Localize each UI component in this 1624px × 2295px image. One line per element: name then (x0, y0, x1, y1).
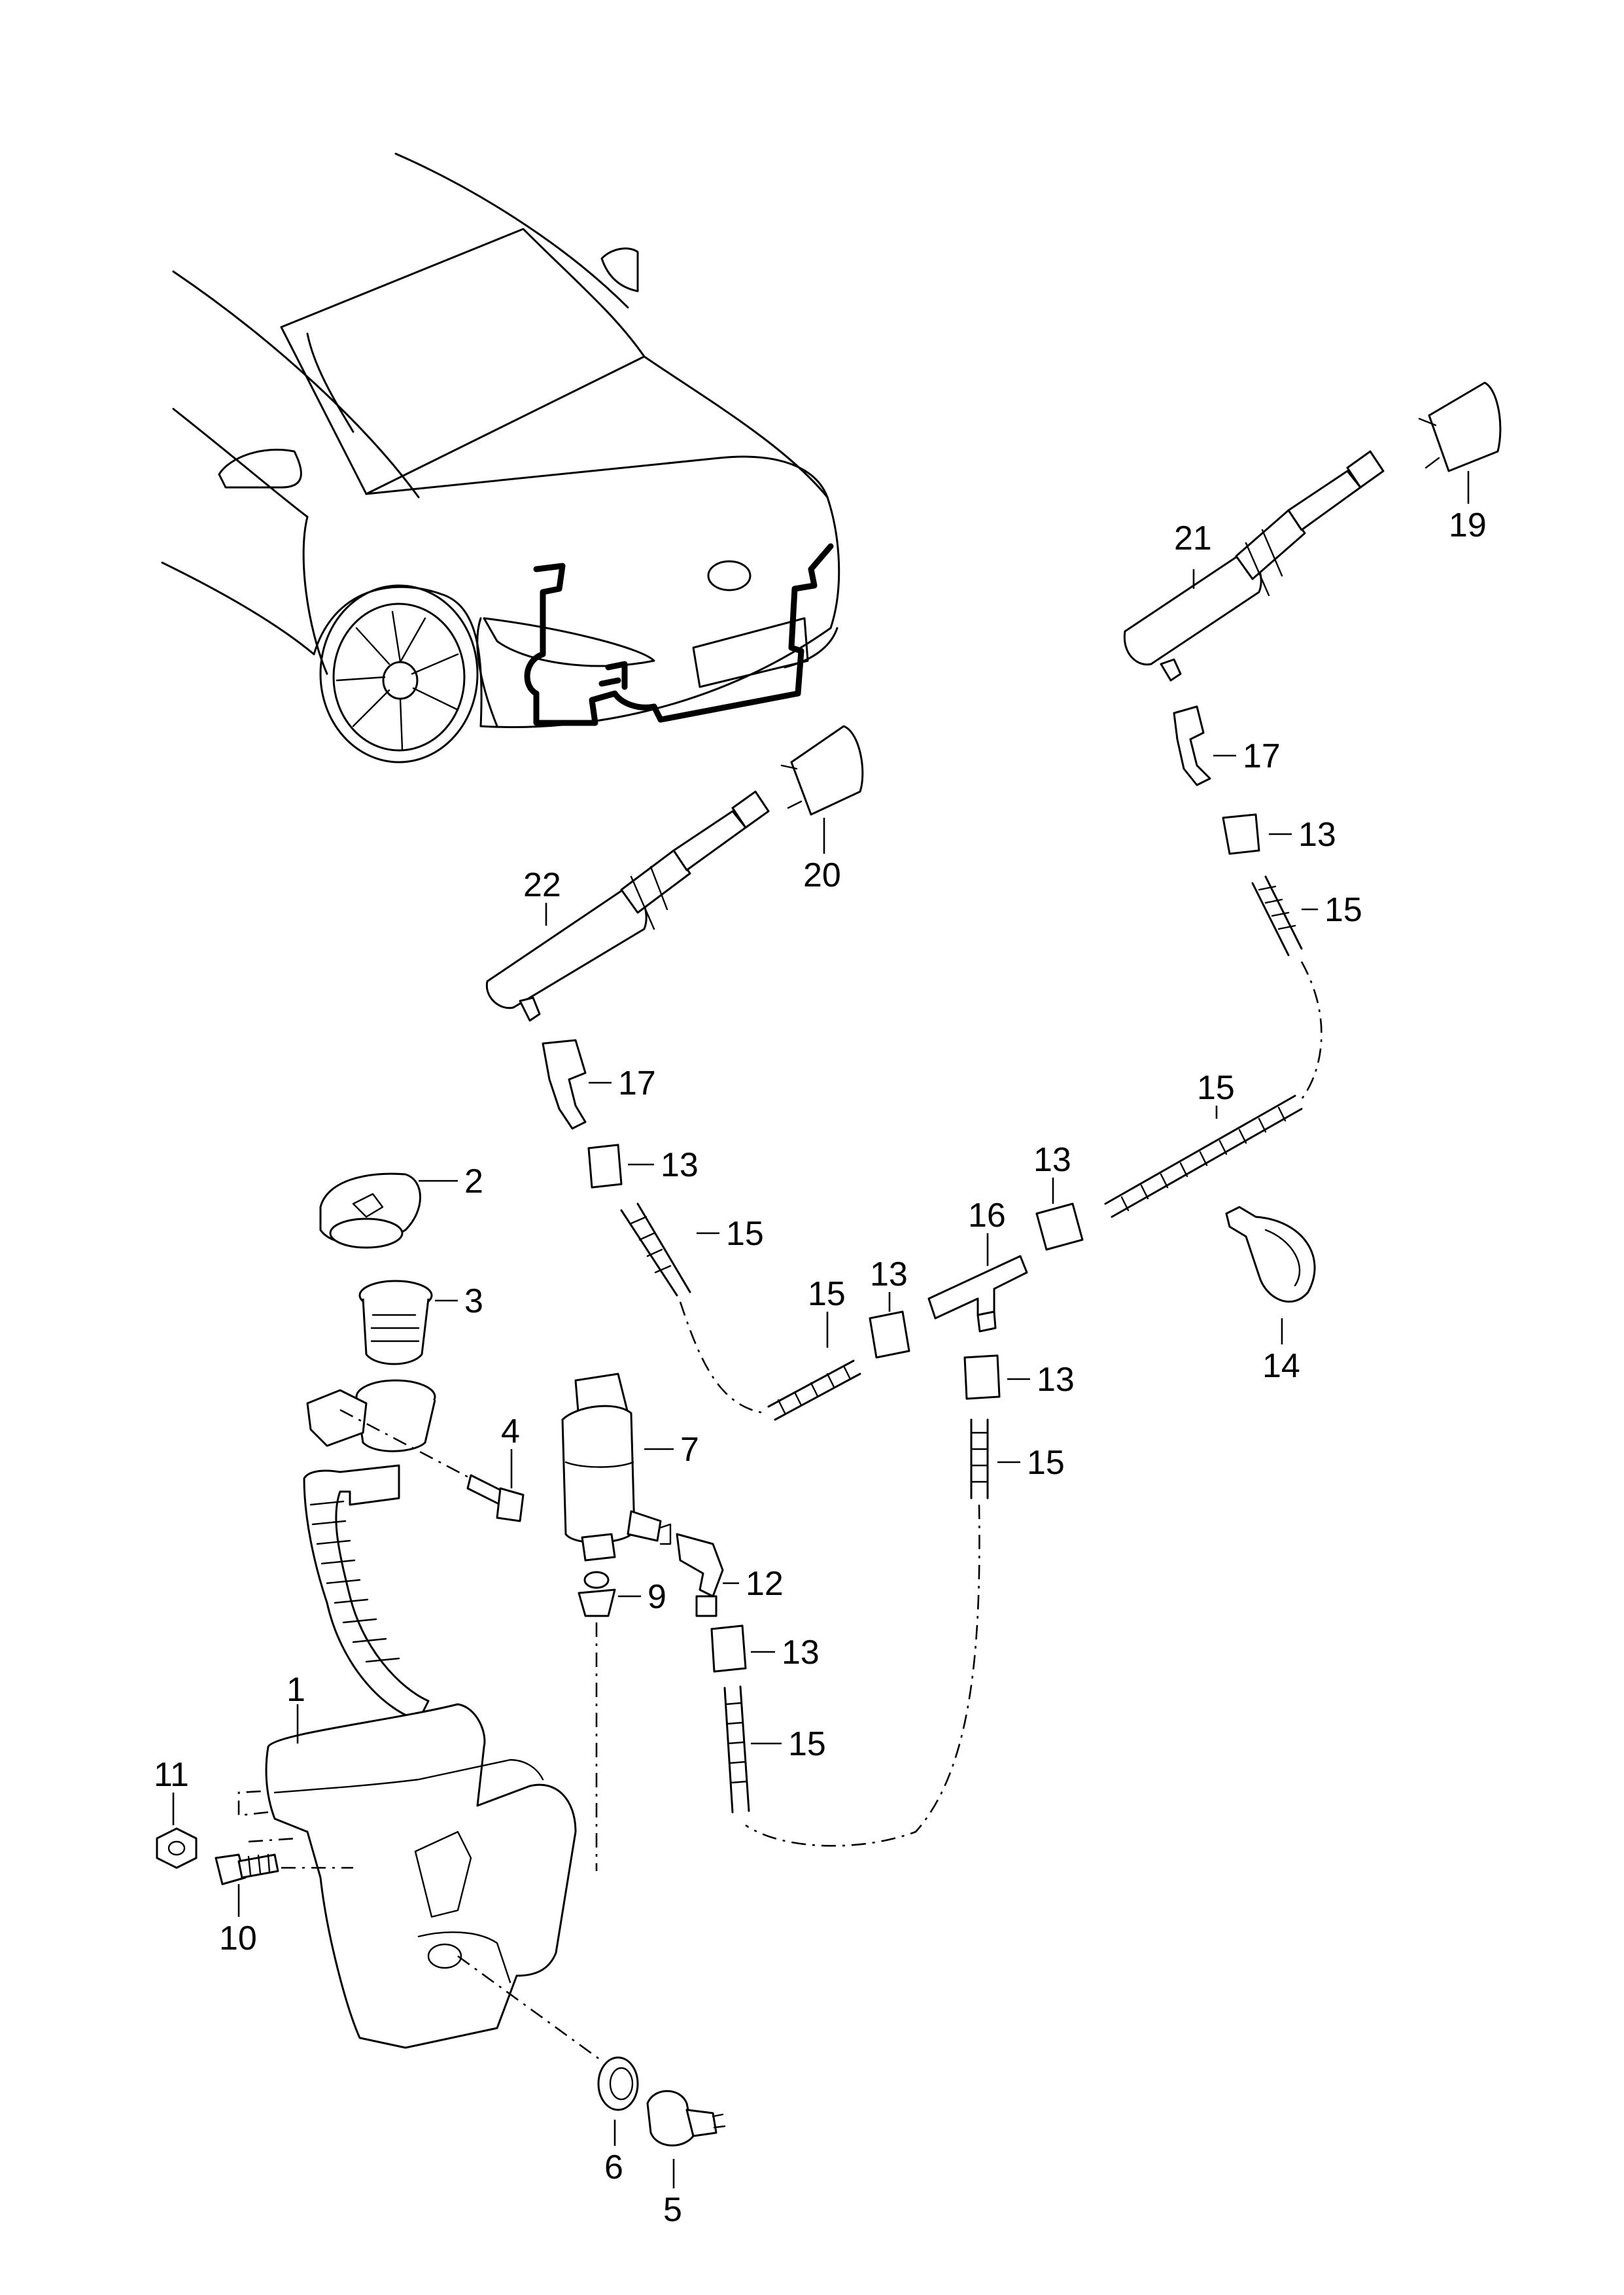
callout-2: 2 (464, 1163, 483, 1200)
callout-22: 22 (523, 866, 561, 904)
vehicle-illustration (161, 152, 840, 763)
elbow-connector (676, 1533, 724, 1617)
callout-7: 7 (680, 1431, 699, 1469)
washer-hoses (620, 875, 1322, 1847)
connector-13-tee-bottom (963, 1354, 1001, 1400)
callout-4: 4 (501, 1412, 520, 1450)
callout-13-tee-bottom: 13 (1037, 1361, 1075, 1399)
reservoir-cap (319, 1172, 421, 1249)
callout-13-right-top: 13 (1298, 816, 1336, 854)
headlamp-washer-cover-right (1418, 381, 1502, 472)
callout-20: 20 (803, 856, 841, 894)
callout-13-pump: 13 (782, 1634, 820, 1672)
callout-13-left-top: 13 (661, 1146, 699, 1184)
callout-15-pump: 15 (788, 1725, 826, 1763)
callout-14: 14 (1262, 1347, 1300, 1385)
bolt-4 (339, 1409, 525, 1522)
washer-pump (561, 1373, 672, 1562)
callout-6: 6 (604, 2148, 623, 2186)
tee-connector (927, 1255, 1028, 1333)
strainer (358, 1280, 433, 1365)
washer-jet-left (485, 790, 770, 1022)
callout-11: 11 (154, 1756, 189, 1794)
callout-21: 21 (1174, 519, 1212, 557)
cable-tie (1225, 1206, 1316, 1303)
leader-lines (172, 471, 1470, 2188)
callout-12: 12 (746, 1565, 784, 1603)
check-valve-right (1173, 705, 1211, 786)
callout-10: 10 (219, 1919, 257, 1957)
connector-13-tee-left (869, 1310, 910, 1359)
washer-fluid-reservoir (237, 1379, 577, 2049)
hose-connectors (587, 813, 1260, 1673)
callout-19: 19 (1449, 506, 1487, 544)
callout-15-left-top: 15 (726, 1215, 764, 1253)
callout-labels: 1 2 3 4 5 6 7 9 10 11 12 13 13 13 13 13 … (154, 506, 1487, 2229)
check-valve-left (542, 1039, 587, 1130)
grommet (578, 1571, 616, 1871)
headlamp-washer-cover-left (780, 725, 864, 816)
callout-1: 1 (286, 1671, 305, 1709)
callout-17-right: 17 (1243, 737, 1281, 775)
connector-13-right-top (1222, 813, 1260, 855)
level-sensor-grommet (457, 1955, 639, 2111)
callout-15-tee-right: 15 (1197, 1069, 1235, 1107)
washer-jet-right (1123, 450, 1385, 682)
level-sensor (646, 2090, 726, 2146)
callout-17-left: 17 (618, 1064, 656, 1102)
connector-13-tee-right (1035, 1202, 1084, 1251)
callout-15-right-top: 15 (1324, 891, 1362, 929)
callout-16: 16 (968, 1197, 1006, 1235)
callout-9: 9 (648, 1578, 666, 1616)
callout-3: 3 (464, 1282, 483, 1320)
connector-13-pump (710, 1624, 747, 1673)
callout-13-tee-right: 13 (1033, 1141, 1071, 1179)
nut-11 (156, 1827, 198, 1869)
connector-13-left-top (587, 1144, 623, 1189)
callout-5: 5 (663, 2191, 682, 2229)
callout-15-tee-bottom: 15 (1027, 1444, 1065, 1482)
bolt-10 (215, 1853, 279, 1885)
callout-15-tee-left: 15 (808, 1275, 846, 1313)
callout-13-tee-left: 13 (870, 1255, 908, 1293)
